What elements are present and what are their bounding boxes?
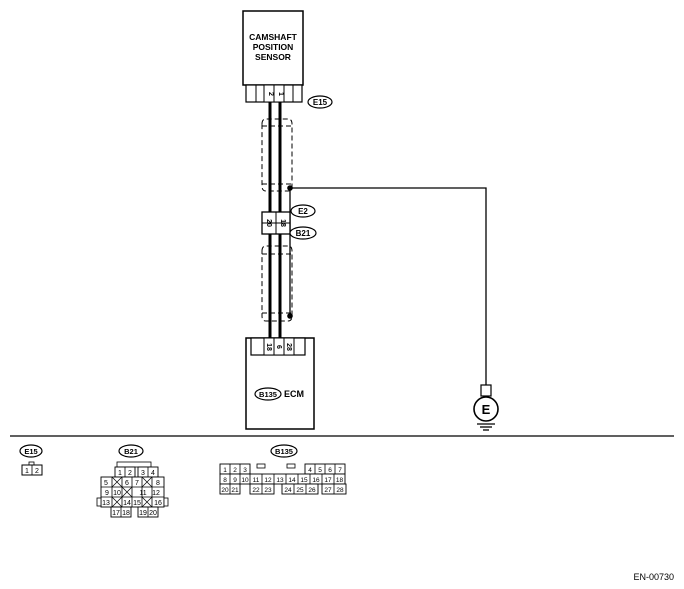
svg-text:4: 4	[308, 467, 312, 474]
svg-text:12: 12	[264, 477, 272, 484]
svg-text:14: 14	[288, 477, 296, 484]
svg-text:8: 8	[156, 480, 160, 487]
svg-text:7: 7	[135, 480, 139, 487]
connector-id-b21: B21	[289, 226, 317, 240]
svg-text:9: 9	[105, 490, 109, 497]
svg-text:1: 1	[118, 470, 122, 477]
svg-text:15: 15	[300, 477, 308, 484]
svg-text:7: 7	[338, 467, 342, 474]
svg-text:19: 19	[336, 477, 344, 484]
svg-text:B21: B21	[296, 229, 311, 238]
svg-text:23: 23	[264, 487, 272, 494]
sensor-pin-1: 1	[277, 92, 284, 96]
svg-text:5: 5	[318, 467, 322, 474]
sensor-label-line3: SENSOR	[255, 52, 291, 62]
svg-text:15: 15	[133, 500, 141, 507]
connector-id-e2: E2	[290, 204, 316, 218]
sensor-label-line2: POSITION	[253, 42, 294, 52]
svg-text:16: 16	[312, 477, 320, 484]
svg-text:17: 17	[324, 477, 332, 484]
svg-text:18: 18	[336, 477, 344, 484]
svg-text:1: 1	[25, 468, 29, 475]
ecm-pin-6: 6	[275, 345, 282, 349]
svg-text:E2: E2	[298, 207, 308, 216]
ground-label: E	[482, 402, 491, 417]
ground-symbol: E	[473, 384, 499, 431]
svg-text:20: 20	[149, 510, 157, 517]
joint-pin-18: 18	[279, 219, 286, 227]
svg-text:6: 6	[328, 467, 332, 474]
shield-lower	[261, 245, 293, 322]
svg-text:2: 2	[233, 467, 237, 474]
svg-text:13: 13	[276, 477, 284, 484]
joint-connector: 20 18	[261, 211, 291, 235]
ecm-label: ECM	[284, 389, 304, 399]
shield-upper	[261, 118, 293, 192]
svg-text:2: 2	[35, 468, 39, 475]
e15-face-view: E15 1 2	[19, 444, 43, 476]
svg-text:11: 11	[253, 477, 260, 484]
svg-text:6: 6	[125, 480, 129, 487]
svg-text:E15: E15	[313, 98, 328, 107]
svg-text:10: 10	[113, 490, 121, 497]
sensor-label-line1: CAMSHAFT	[249, 32, 297, 42]
connector-id-b135	[254, 387, 282, 401]
svg-text:1: 1	[223, 467, 227, 474]
svg-text:8: 8	[223, 477, 227, 484]
svg-text:2: 2	[128, 470, 132, 477]
svg-text:B135: B135	[275, 447, 293, 456]
connector-id-e15: E15	[307, 95, 333, 109]
svg-text:24: 24	[284, 487, 292, 494]
ecm-pin-28: 28	[285, 343, 292, 351]
svg-text:3: 3	[141, 470, 145, 477]
shield-drain-wire	[287, 185, 487, 385]
svg-text:26: 26	[308, 487, 316, 494]
svg-text:4: 4	[151, 470, 155, 477]
svg-text:20: 20	[221, 487, 229, 494]
ecm-unit: 18 6 28 B135 ECM	[245, 337, 315, 430]
splice-lower	[287, 313, 293, 319]
svg-text:21: 21	[231, 487, 239, 494]
svg-text:5: 5	[104, 480, 108, 487]
svg-text:9: 9	[233, 477, 237, 484]
svg-text:10: 10	[241, 477, 249, 484]
svg-text:28: 28	[336, 487, 344, 494]
svg-text:18: 18	[122, 510, 130, 517]
svg-text:22: 22	[252, 487, 260, 494]
svg-text:13: 13	[102, 500, 110, 507]
svg-text:14: 14	[123, 500, 131, 507]
svg-text:16: 16	[154, 500, 162, 507]
svg-text:25: 25	[296, 487, 304, 494]
camshaft-position-sensor: CAMSHAFT POSITION SENSOR	[242, 10, 304, 86]
sensor-pin-2: 2	[267, 92, 274, 96]
svg-text:17: 17	[112, 510, 120, 517]
document-id: EN-00730	[633, 572, 674, 582]
sensor-connector: 2 1	[245, 84, 303, 103]
b135-face-view: B135 1 2 3 4 5 6 7 8 9 10 11 12 1	[219, 444, 347, 495]
svg-text:27: 27	[324, 487, 332, 494]
ecm-pin-18: 18	[265, 343, 272, 351]
svg-text:B21: B21	[124, 447, 138, 456]
svg-text:19: 19	[139, 510, 147, 517]
svg-text:B135: B135	[259, 390, 277, 399]
joint-pin-20: 20	[265, 219, 272, 227]
svg-text:3: 3	[243, 467, 247, 474]
svg-text:11: 11	[139, 490, 146, 497]
svg-text:E15: E15	[24, 447, 37, 456]
b21-face-view: B21 1 2 3 4 5 6 7 8 9 10 11 12	[96, 444, 169, 518]
svg-text:12: 12	[152, 490, 160, 497]
